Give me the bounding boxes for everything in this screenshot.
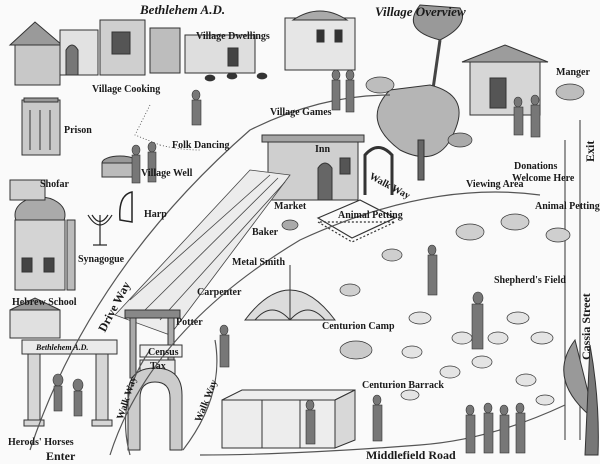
label-animal-petting-right: Animal Petting [535, 201, 600, 212]
palm-bottom-right [563, 338, 599, 456]
label-inn: Inn [315, 144, 331, 155]
label-prison: Prison [64, 125, 92, 136]
animal-petting-pen [315, 199, 397, 243]
label-metal-smith: Metal Smith [232, 257, 286, 268]
inn-building [261, 134, 394, 201]
label-village-cooking: Village Cooking [92, 84, 161, 95]
label-census: Census [148, 347, 179, 358]
shofar-building [9, 179, 46, 201]
market-long-roof [114, 169, 291, 336]
label-herods-horses: Herods' Horses [8, 437, 74, 448]
label-viewing-area: Viewing Area [466, 179, 524, 190]
label-animal-petting-inner: Animal Petting [338, 210, 403, 221]
label-enter: Enter [46, 449, 76, 463]
label-folk-dancing: Folk Dancing [172, 140, 230, 151]
label-village-dwellings: Village Dwellings [196, 31, 270, 42]
tree-manger [376, 84, 460, 181]
people-figures [52, 69, 541, 454]
entry-arch [127, 367, 183, 451]
village-dwellings-buildings [8, 10, 356, 86]
label-potter: Potter [176, 317, 203, 328]
label-shofar: Shofar [40, 179, 69, 190]
label-exit: Exit [583, 140, 597, 162]
label-harp: Harp [144, 209, 167, 220]
label-village-well: Village Well [141, 168, 193, 179]
label-market: Market [274, 201, 307, 212]
small-paths [134, 104, 201, 151]
prison-building [21, 97, 61, 156]
gate-sign-text: Bethlehem A.D. [36, 343, 89, 352]
centurion-tent [243, 265, 337, 321]
animals [204, 72, 585, 406]
label-hebrew-school: Hebrew School [12, 297, 77, 308]
label-donations-line1: Donations [514, 161, 558, 172]
road-cassia-street: Cassia Street [579, 293, 593, 360]
label-donations-line2: Welcome Here [512, 173, 575, 184]
label-synagogue: Synagogue [78, 254, 125, 265]
label-tax: Tax [150, 361, 166, 372]
label-carpenter: Carpenter [197, 287, 242, 298]
map-title-left: Bethlehem A.D. [140, 2, 226, 17]
road-middlefield-road: Middlefield Road [366, 448, 456, 462]
menorah [87, 214, 113, 246]
manger-stable [461, 44, 549, 116]
map-title-right: Village Overview [375, 4, 466, 19]
label-village-games: Village Games [270, 107, 332, 118]
harp [119, 191, 133, 223]
label-shepherds-field: Shepherd's Field [494, 275, 566, 286]
label-centurion-camp: Centurion Camp [322, 321, 395, 332]
centurion-barrack [221, 389, 356, 449]
label-centurion-barrack: Centurion Barrack [362, 380, 444, 391]
label-manger: Manger [556, 67, 590, 78]
entry-gate [21, 339, 118, 427]
label-baker: Baker [252, 227, 279, 238]
synagogue-building [9, 196, 76, 339]
